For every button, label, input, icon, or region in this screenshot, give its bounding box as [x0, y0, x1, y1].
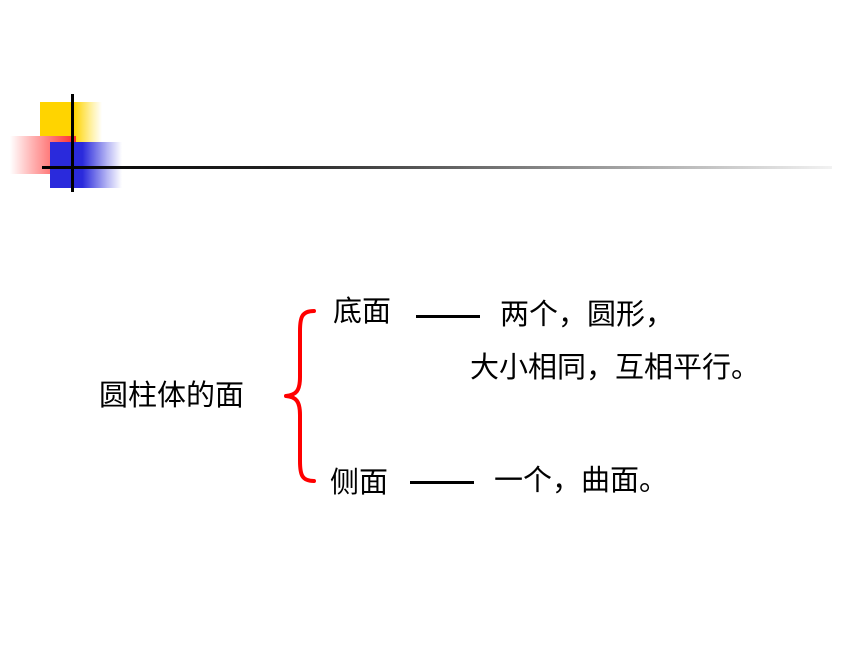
- decorative-blue-square: [50, 142, 122, 188]
- main-topic-label: 圆柱体的面: [99, 378, 245, 412]
- top-branch-description-line1: 两个，圆形，: [500, 297, 675, 331]
- decorative-vertical-line: [71, 94, 74, 192]
- bottom-branch-label: 侧面: [330, 465, 389, 499]
- top-branch-description-line2: 大小相同，互相平行。: [470, 350, 761, 384]
- decorative-horizontal-rule: [42, 166, 832, 169]
- bottom-branch-dash: [410, 481, 474, 484]
- top-branch-label: 底面: [333, 294, 392, 328]
- curly-brace-icon: [284, 309, 316, 483]
- bottom-branch-description-line1: 一个，曲面。: [494, 463, 669, 497]
- top-branch-dash: [416, 315, 480, 318]
